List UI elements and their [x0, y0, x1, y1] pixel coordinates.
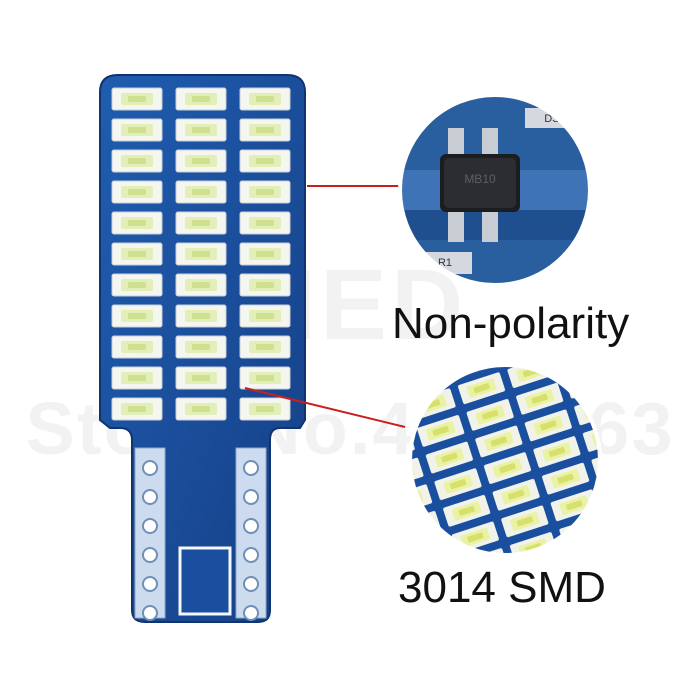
- led-chip: [175, 335, 227, 359]
- center-pad: [178, 546, 232, 616]
- contact-hole: [142, 460, 158, 476]
- led-chip: [239, 366, 291, 390]
- led-chip: [175, 397, 227, 421]
- led-chip: [111, 335, 163, 359]
- led-chip: [239, 211, 291, 235]
- smd-label: 3014 SMD: [398, 563, 606, 612]
- led-chip: [239, 149, 291, 173]
- led-chip: [239, 304, 291, 328]
- led-chip: [175, 366, 227, 390]
- led-chip: [239, 118, 291, 142]
- led-chip: [111, 304, 163, 328]
- led-chip: [175, 149, 227, 173]
- led-chip: [239, 397, 291, 421]
- led-chip: [111, 273, 163, 297]
- contact-hole: [142, 489, 158, 505]
- callout-lines: [244, 185, 406, 428]
- contact-hole: [243, 489, 259, 505]
- led-chip: [239, 335, 291, 359]
- smd-magnifier-ring: [408, 363, 602, 557]
- led-chip: [175, 304, 227, 328]
- smd-magnifier: [410, 365, 600, 555]
- led-chip: [111, 180, 163, 204]
- contact-hole: [142, 547, 158, 563]
- led-chip: [175, 242, 227, 266]
- led-grid: [111, 87, 291, 421]
- led-chip: [111, 149, 163, 173]
- led-chip: [111, 87, 163, 111]
- contact-hole: [142, 576, 158, 592]
- led-chip: [175, 273, 227, 297]
- led-chip: [239, 87, 291, 111]
- contact-hole: [142, 605, 158, 621]
- led-chip: [175, 87, 227, 111]
- chip-label-bottom: R1: [438, 257, 452, 269]
- led-chip: [239, 180, 291, 204]
- led-chip: [175, 118, 227, 142]
- contact-hole: [243, 518, 259, 534]
- chip-magnifier: MB10 DS3 R1: [400, 95, 590, 285]
- contact-hole: [243, 605, 259, 621]
- contact-holes: [142, 460, 259, 621]
- led-chip: [111, 211, 163, 235]
- contact-hole: [142, 518, 158, 534]
- led-chip: [239, 242, 291, 266]
- led-chip: [111, 366, 163, 390]
- nonpolarity-label: Non-polarity: [392, 299, 630, 348]
- led-chip: [175, 180, 227, 204]
- led-chip: [239, 273, 291, 297]
- contact-hole: [243, 576, 259, 592]
- led-chip: [111, 397, 163, 421]
- contact-hole: [243, 460, 259, 476]
- led-chip: [111, 242, 163, 266]
- led-chip: [111, 118, 163, 142]
- led-chip: [175, 211, 227, 235]
- chip-magnifier-ring: [398, 93, 592, 287]
- contact-hole: [243, 547, 259, 563]
- chip-marking: MB10: [464, 172, 496, 186]
